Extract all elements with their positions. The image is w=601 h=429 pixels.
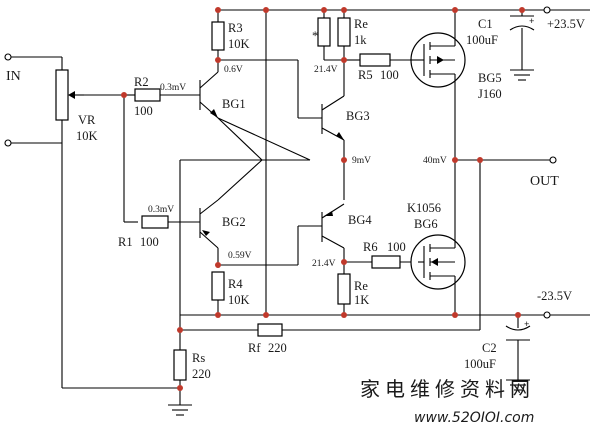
c2-name: C2	[482, 341, 497, 355]
r5-value: 100	[380, 68, 399, 82]
r3-body	[211, 21, 225, 51]
vpos-label: +23.5V	[547, 17, 585, 31]
re-bot-value: 1K	[354, 293, 369, 307]
c2-capacitor: +	[505, 320, 531, 391]
out-voltage: 40mV	[423, 156, 447, 166]
bg5-mosfet	[410, 30, 466, 90]
r3-name: R3	[228, 21, 243, 35]
r2-name: R2	[134, 75, 149, 89]
resistors	[134, 17, 401, 381]
bg4-emitter-voltage: 21.4V	[312, 259, 336, 269]
bg4-name: BG4	[348, 213, 372, 227]
r6-name: R6	[363, 240, 378, 254]
vr-value: 10K	[76, 129, 98, 143]
rf-body	[257, 323, 283, 337]
wires	[8, 9, 590, 405]
r3-value: 10K	[228, 37, 250, 51]
vneg-label: -23.5V	[537, 289, 572, 303]
in-terminal-bottom	[4, 139, 12, 147]
r6-body	[371, 255, 401, 269]
out-terminal	[549, 156, 557, 164]
r5-name: R5	[358, 68, 373, 82]
bg1-transistor	[199, 71, 219, 119]
svg-text:+: +	[524, 320, 529, 330]
junction-dots	[121, 7, 525, 391]
r1-name: R1	[118, 235, 133, 249]
re-bot-name: Re	[354, 279, 368, 293]
rs-ground-icon	[168, 404, 192, 416]
mid-voltage: 9mV	[352, 156, 371, 166]
bg5-name: BG5	[478, 71, 502, 85]
in-terminal-top	[4, 53, 12, 61]
in-label: IN	[6, 69, 21, 84]
r4-value: 10K	[228, 293, 250, 307]
r1-value: 100	[140, 235, 159, 249]
c1-name: C1	[478, 17, 493, 31]
rf-value: 220	[268, 341, 287, 355]
bg5-part: J160	[478, 87, 502, 101]
bg1-name: BG1	[222, 97, 246, 111]
vpos-terminal	[543, 6, 551, 14]
bg2-base-voltage: 0.3mV	[148, 205, 174, 215]
bg3-name: BG3	[346, 109, 370, 123]
r4-name: R4	[228, 277, 243, 291]
c2-value: 100uF	[464, 357, 496, 371]
watermark-url: www.52OIOI.com	[414, 410, 534, 426]
watermark-title: 家电维修资料网	[360, 377, 535, 401]
rs-value: 220	[192, 367, 211, 381]
re-top-name: Re	[354, 17, 368, 31]
vneg-terminal	[543, 311, 551, 319]
r2-body	[134, 88, 161, 102]
svg-text:+: +	[529, 17, 534, 27]
bg6-part: K1056	[407, 201, 441, 215]
bg3-emitter-voltage: 21.4V	[314, 65, 338, 75]
bg1-emitter-voltage: 0.6V	[224, 65, 243, 75]
r5-body	[359, 53, 391, 67]
rs-body	[173, 349, 187, 381]
vr-potentiometer	[55, 57, 84, 121]
bg2-name: BG2	[222, 215, 246, 229]
bg3-transistor	[321, 95, 345, 141]
re-top-body	[337, 17, 351, 47]
r-star-body	[317, 17, 331, 47]
rs-name: Rs	[192, 351, 205, 365]
c1-capacitor: +	[509, 15, 534, 81]
r6-value: 100	[387, 240, 406, 254]
bg2-emitter-voltage: 0.59V	[228, 251, 252, 261]
terminals	[4, 6, 557, 319]
bg1-base-voltage: 0.3mV	[160, 83, 186, 93]
out-label: OUT	[530, 174, 559, 189]
bg6-mosfet	[410, 232, 466, 290]
re-top-value: 1k	[354, 33, 367, 47]
bg6-name: BG6	[414, 217, 438, 231]
bg4-transistor	[321, 203, 345, 249]
r-star-mark: *	[312, 29, 318, 43]
r1-body	[141, 215, 169, 229]
labels: IN OUT +23.5V -23.5V VR 10K R2 100 R1 10…	[6, 17, 585, 426]
r2-value: 100	[134, 104, 153, 118]
c1-value: 100uF	[466, 33, 498, 47]
re-bot-body	[337, 273, 351, 305]
vr-name: VR	[78, 113, 96, 127]
rf-name: Rf	[248, 341, 261, 355]
r4-body	[211, 271, 225, 301]
bg2-transistor	[199, 199, 219, 249]
